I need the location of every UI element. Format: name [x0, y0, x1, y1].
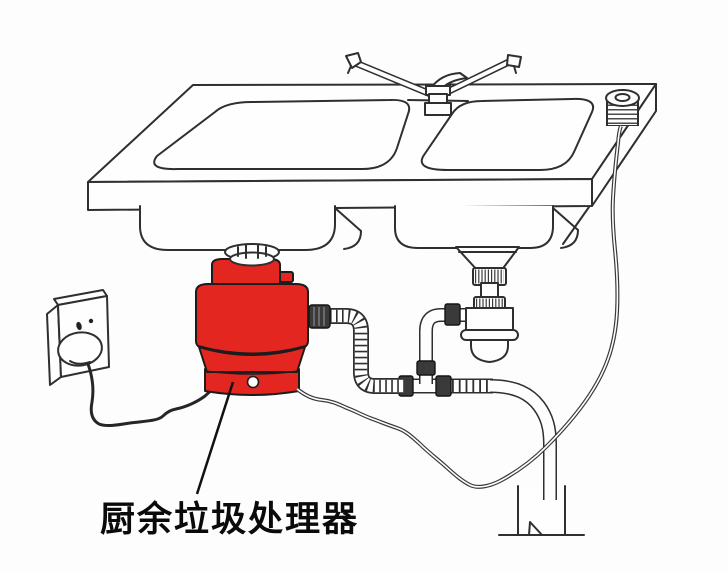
- power-plug: [57, 331, 103, 367]
- air-switch-button[interactable]: [605, 89, 640, 126]
- outlet-slot: [88, 318, 94, 324]
- disposer-body: [195, 283, 309, 355]
- faucet-left-spout-tip: [345, 52, 362, 69]
- diagram-label: 厨余垃圾处理器: [100, 499, 359, 539]
- compression-nut: [435, 375, 452, 397]
- right-basin-drain-funnel: [455, 246, 520, 314]
- disposer-taper: [198, 346, 306, 373]
- trap-body: [465, 307, 514, 334]
- air-switch-cable: [295, 125, 623, 489]
- disposer-outlet-hose: [308, 304, 404, 394]
- basin-undersides: [139, 205, 590, 251]
- food-waste-disposer: [195, 258, 309, 396]
- faucet-base: [424, 102, 452, 116]
- trap-flange: [460, 329, 519, 341]
- disposer-knob: [278, 271, 294, 283]
- wall-outlet: [46, 289, 110, 386]
- bottle-trap: [460, 307, 519, 363]
- power-cord: [86, 362, 217, 428]
- sink-countertop: [87, 83, 657, 211]
- faucet-right-spout-tip: [506, 54, 522, 68]
- left-basin-opening: [153, 98, 411, 171]
- counter-front-face: [87, 178, 593, 211]
- drain-outlet-pipe: [489, 380, 556, 500]
- air-switch-hole: [614, 93, 631, 102]
- compression-nut: [416, 360, 436, 376]
- pipe-tee-junction: [398, 303, 493, 397]
- disposer-reset-hole: [246, 375, 260, 389]
- trap-bowl: [470, 339, 509, 363]
- right-basin-opening: [420, 97, 594, 171]
- compression-nut: [444, 303, 461, 326]
- pointer-line: [195, 381, 235, 495]
- standpipe-notch: [528, 521, 543, 536]
- trap-inlet-pipe: [420, 309, 468, 384]
- main-drain-pipe: [489, 379, 585, 536]
- outlet-slot: [76, 321, 82, 331]
- double-spout-faucet: [345, 52, 522, 116]
- disposer-mounting-flange: [224, 243, 280, 267]
- hose-corrugation: [330, 309, 404, 393]
